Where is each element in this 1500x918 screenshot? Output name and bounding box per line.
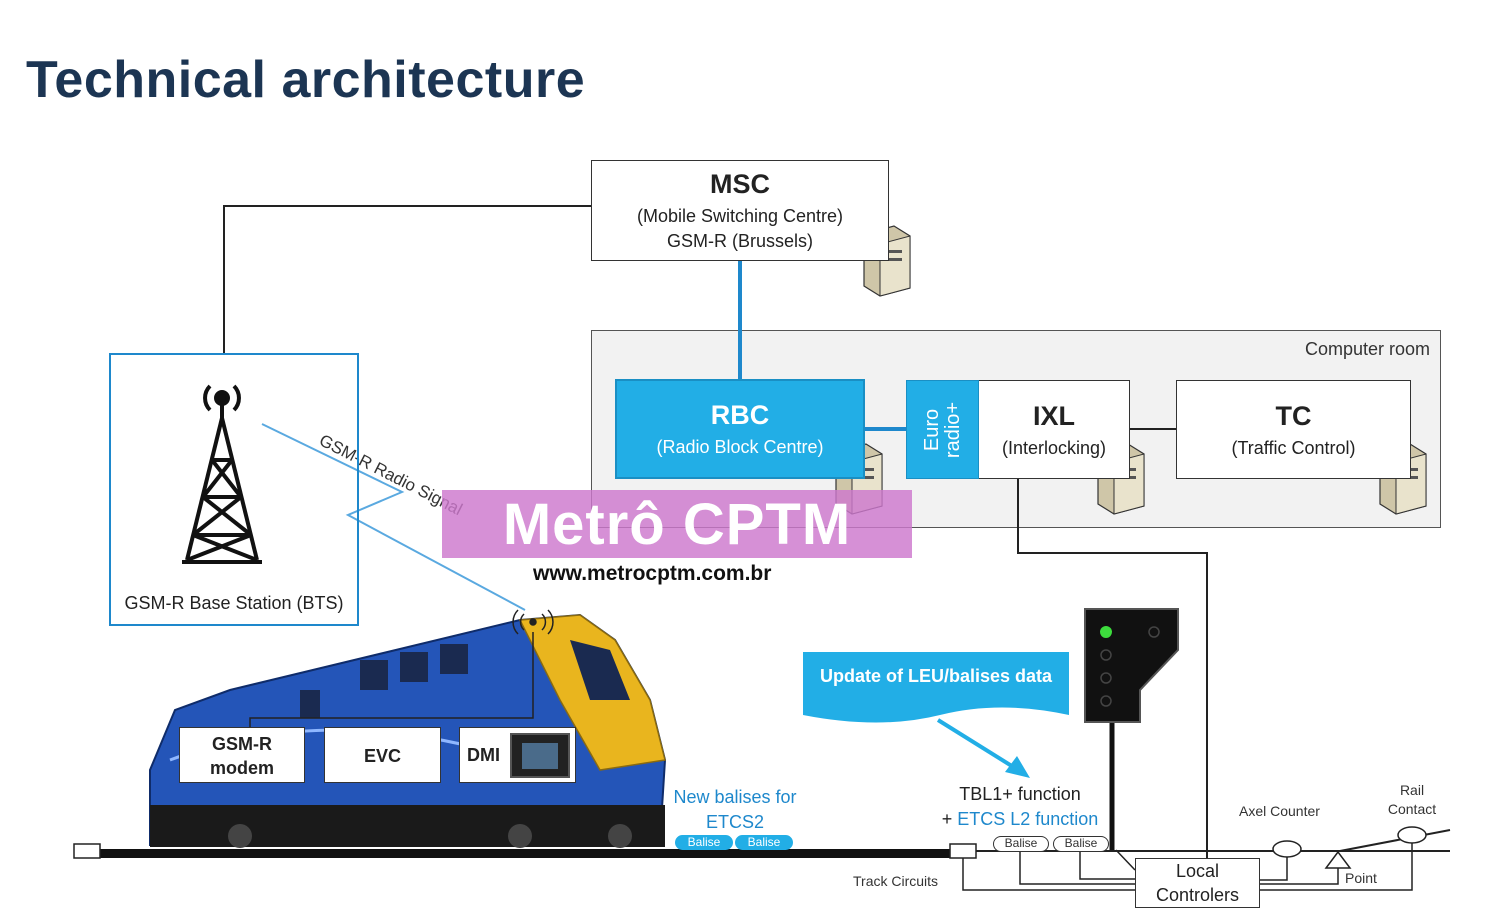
radio-signal-bolt [261, 423, 526, 611]
balise2-wiring [1079, 850, 1135, 880]
track-circuits-label: Track Circuits [853, 873, 939, 889]
balise-new-1: Balise [675, 835, 733, 850]
ixl-title: IXL [1032, 400, 1075, 431]
tbl-line2-prefix: + [941, 809, 958, 829]
track-end-left [73, 843, 101, 859]
point-icon [1324, 850, 1352, 869]
onboard-wiring [249, 632, 534, 727]
tc-title: TC [1275, 400, 1312, 431]
euroradio-label: Euro radio+ [920, 401, 964, 458]
rbc-subtitle: (Radio Block Centre) [656, 437, 824, 457]
msc-bts-link [223, 205, 591, 353]
page-title: Technical architecture [26, 51, 586, 109]
rail-contact-label: Rail Contact [1380, 781, 1444, 819]
track-circuit-wiring [962, 858, 1135, 891]
new-balises-line2: ETCS2 [705, 812, 765, 832]
msc-line2: GSM-R (Brussels) [666, 231, 813, 251]
dmi-label: DMI [467, 745, 500, 765]
euroradio-line2: radio+ [941, 401, 964, 458]
balise-new-2: Balise [735, 835, 793, 850]
dmi-screen-icon [510, 733, 570, 778]
point-label: Point [1345, 870, 1377, 886]
track-rail [100, 849, 950, 858]
new-balises-line1: New balises for [673, 787, 797, 807]
signal-wiring [1115, 849, 1136, 871]
bts-label: GSM-R Base Station (BTS) [124, 593, 344, 613]
watermark-brand: Metrô CPTM [502, 491, 852, 557]
tc-box: TC (Traffic Control) [1176, 380, 1411, 479]
ixl-box: IXL (Interlocking) [979, 380, 1130, 479]
msc-title: MSC [710, 169, 770, 199]
axel-wiring [1260, 857, 1288, 881]
rail-contact-line2: Contact [1387, 801, 1437, 817]
tbl-line1: TBL1+ function [959, 784, 1081, 804]
rail-contact-line1: Rail [1399, 782, 1425, 798]
euroradio-box: Euro radio+ [906, 380, 979, 479]
axel-counter-label: Axel Counter [1239, 803, 1320, 819]
euroradio-line1: Euro [920, 408, 943, 451]
balise1-wiring [1019, 850, 1135, 885]
local-controllers-line1: Local [1175, 861, 1220, 881]
gsmr-modem-line2: modem [209, 758, 274, 778]
ixl-subtitle: (Interlocking) [1001, 437, 1107, 458]
update-callout-banner [803, 652, 1069, 723]
update-callout-text: Update of LEU/balises data [819, 666, 1053, 686]
balise-existing-2: Balise [1053, 836, 1109, 852]
rail-contact-icon [1397, 826, 1427, 844]
local-controllers-box: Local Controlers [1135, 858, 1260, 908]
update-arrow [936, 718, 1017, 770]
signal-head-icon [1084, 608, 1179, 723]
msc-line1: (Mobile Switching Centre) [636, 206, 844, 226]
local-controllers-line2: Controlers [1155, 885, 1240, 905]
tbl-line2-rest: ETCS L2 function [957, 809, 1099, 829]
rbc-title: RBC [710, 400, 770, 430]
gsmr-modem-line1: GSM-R [212, 734, 272, 754]
tbl-function-text: TBL1+ function + ETCS L2 function [930, 782, 1110, 832]
track-joint [949, 843, 977, 859]
radio-tower-icon [182, 384, 262, 564]
track-branch [1339, 829, 1451, 852]
bts-box: GSM-R Base Station (BTS) [109, 353, 359, 626]
update-arrow-head [1005, 756, 1030, 778]
dmi-box: DMI [459, 727, 576, 783]
watermark-url: www.metrocptm.com.br [533, 562, 772, 585]
axel-counter-icon [1272, 840, 1302, 858]
msc-box: MSC (Mobile Switching Centre) GSM-R (Bru… [591, 160, 889, 261]
watermark-logo: Metrô CPTM [442, 490, 912, 558]
gsmr-modem-box: GSM-R modem [179, 727, 305, 783]
evc-box: EVC [324, 727, 441, 783]
point-wiring [1260, 868, 1339, 885]
tc-subtitle: (Traffic Control) [1231, 437, 1356, 458]
new-balises-text: New balises for ETCS2 [660, 785, 810, 835]
ixl-local-link [1017, 479, 1208, 858]
balise-existing-1: Balise [993, 836, 1049, 852]
rbc-box: RBC (Radio Block Centre) [615, 379, 865, 479]
train-antenna-icon [512, 609, 554, 635]
rail-contact-wiring [1260, 843, 1413, 891]
